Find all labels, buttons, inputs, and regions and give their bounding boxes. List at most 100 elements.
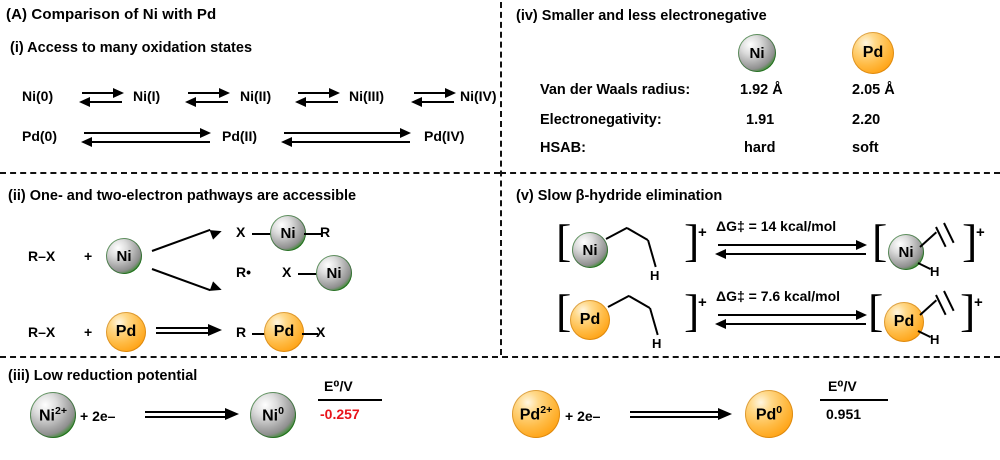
pd-sphere-label-alkyl: Pd: [579, 311, 601, 328]
e0-header-ni-text: E⁰/V: [324, 378, 353, 394]
hydride-label-ni: H: [650, 268, 660, 283]
bond-r-pd: [252, 333, 266, 335]
pd-sphere-hydride: Pd: [884, 302, 924, 342]
pd-metal0-label: Pd0: [755, 403, 783, 424]
alkene-bond-pd: [919, 299, 938, 316]
alkene-double-a-pd: [935, 294, 947, 316]
ni-state-0: Ni(0): [22, 88, 54, 104]
section-i-heading: (i) Access to many oxidation states: [10, 40, 253, 56]
alkyl-bond-3-pd: [649, 307, 659, 336]
ni-cation-charge: 2+: [54, 404, 68, 417]
barrier-pd: ΔG‡ = 7.6 kcal/mol: [716, 288, 841, 304]
two-electron-product-r: R: [320, 224, 331, 240]
pd-product-r: R: [236, 324, 247, 340]
ni-cation-label: Ni2+: [38, 404, 68, 425]
bracket-right-pd-product: ]: [960, 285, 976, 336]
ni-state-1: Ni(I): [133, 88, 161, 104]
table-cell-ni-2: hard: [744, 140, 776, 156]
equilibrium-arrow-ni-1: [79, 88, 124, 108]
e0-header-pd: E⁰/V: [828, 378, 857, 395]
horizontal-divider-left-1: [0, 172, 500, 174]
section-ii-heading: (ii) One- and two-electron pathways are …: [8, 188, 357, 204]
ni-metal0-label: Ni0: [262, 404, 284, 425]
pd-metal0-charge: 0: [776, 403, 783, 416]
vertical-divider: [500, 2, 502, 355]
alkene-double-b-ni: [943, 222, 955, 244]
barrier-ni: ΔG‡ = 14 kcal/mol: [716, 218, 837, 234]
bracket-right-ni: ]: [684, 215, 700, 266]
ni-sphere-reactant: Ni: [106, 238, 142, 274]
ni-metal0-charge: 0: [278, 404, 284, 417]
pd-sphere-product: Pd: [264, 312, 304, 352]
pd-sphere-metal0: Pd0: [745, 390, 793, 438]
table-cell-pd-0: 2.05 Å: [852, 82, 895, 98]
table-row-label-2: HSAB:: [540, 140, 586, 156]
bond-ni-r: [304, 233, 322, 235]
table-cell-ni-1: 1.91: [746, 112, 775, 128]
section-iv-heading: (iv) Smaller and less electronegative: [516, 8, 767, 24]
bracket-left-pd: [: [556, 285, 572, 336]
ni-sphere-metal0: Ni0: [250, 392, 296, 438]
e0-header-ni: E⁰/V: [324, 378, 353, 395]
hydride-label-pd: H: [652, 336, 662, 351]
alkyl-bond-2-ni: [626, 227, 649, 241]
ni-reactant: R–X: [28, 248, 56, 264]
alkyl-bond-1-ni: [605, 226, 628, 240]
plus-sign-ni: +: [84, 248, 93, 264]
charge-ni-reactant: +: [698, 224, 707, 241]
pd-sphere-cation: Pd2+: [512, 390, 560, 438]
pd-product-x: X: [316, 324, 326, 340]
alkene-double-a-ni: [935, 226, 947, 248]
two-electron-product-x: X: [236, 224, 246, 240]
alkyl-bond-1-pd: [607, 294, 630, 308]
ni-sphere-one-electron: Ni: [316, 255, 352, 291]
pd-cation-charge: 2+: [540, 403, 553, 416]
pd-state-2: Pd(IV): [424, 128, 465, 144]
horizontal-divider-right-1: [500, 172, 1000, 174]
pd-reduction-arrow: [630, 408, 740, 424]
ni-column-label: Ni: [749, 44, 765, 62]
hydride-label-pd-product: H: [930, 332, 940, 347]
one-electron-arrow: [151, 262, 230, 296]
horizontal-divider-bottom: [0, 356, 1000, 358]
ni-sphere-label-1e: Ni: [326, 264, 342, 282]
table-cell-pd-1: 2.20: [852, 112, 881, 128]
pd-state-0: Pd(0): [22, 128, 57, 144]
plus-sign-pd: +: [84, 324, 93, 340]
pd-sphere-label-hydride: Pd: [893, 313, 915, 330]
ni-state-2: Ni(II): [240, 88, 272, 104]
ni-sphere-alkyl: Ni: [572, 232, 608, 268]
equilibrium-arrow-pd-1: [81, 128, 212, 148]
bond-pd-x: [302, 333, 318, 335]
one-electron-product-x: X: [282, 264, 292, 280]
table-row-label-1: Electronegativity:: [540, 112, 662, 128]
charge-pd-product: +: [974, 294, 983, 311]
pd-sphere-label-product: Pd: [273, 323, 295, 340]
e0-header-pd-text: E⁰/V: [828, 378, 857, 394]
pd-sphere-alkyl: Pd: [570, 300, 610, 340]
pd-sphere-table-header: Pd: [852, 32, 894, 74]
radical-product: R•: [236, 264, 252, 280]
equilibrium-arrow-ni-4: [411, 88, 456, 108]
pd-electrons: + 2e–: [565, 408, 601, 424]
alkene-bond-ni: [919, 231, 938, 248]
ni-state-4: Ni(IV): [460, 88, 497, 104]
panel-title: (A) Comparison of Ni with Pd: [6, 6, 217, 23]
hydride-bond-ni: [917, 262, 932, 271]
ni-reduction-arrow: [145, 408, 245, 424]
hydride-label-ni-product: H: [930, 264, 940, 279]
pd-potential-value: 0.951: [826, 406, 862, 422]
equilibrium-arrow-pd-2: [281, 128, 412, 148]
equilibrium-arrow-ni-3: [295, 88, 340, 108]
pd-reaction-arrow: [156, 324, 226, 340]
table-row-label-0: Van der Waals radius:: [540, 82, 691, 98]
charge-pd-reactant: +: [698, 294, 707, 311]
alkyl-bond-2-pd: [628, 295, 651, 309]
ni-sphere-label-alkyl: Ni: [582, 241, 598, 259]
ni-state-3: Ni(III): [349, 88, 384, 104]
alkene-double-b-pd: [943, 290, 955, 312]
pd-cation-label: Pd2+: [519, 403, 553, 424]
e0-underline-pd: [820, 399, 888, 401]
section-v-heading: (v) Slow β-hydride elimination: [516, 188, 723, 204]
